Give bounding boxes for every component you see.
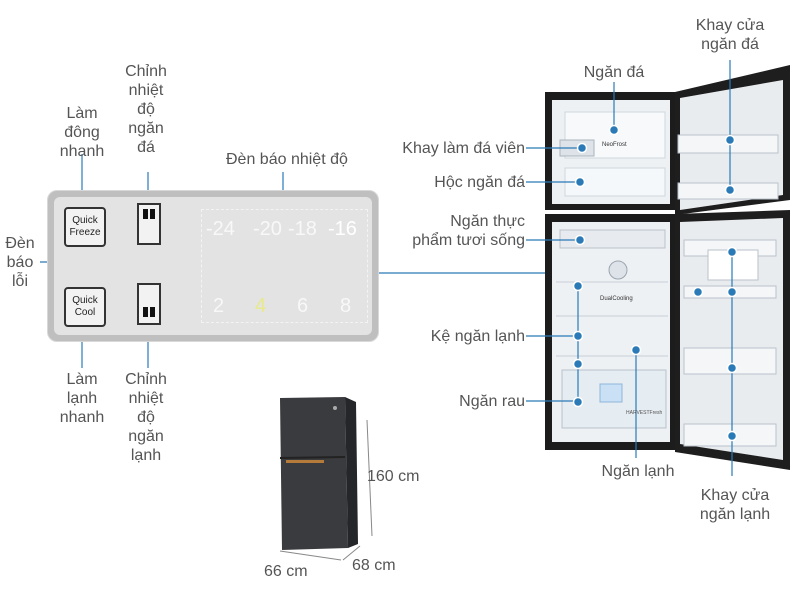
freezer-temp-adjust-button[interactable]: [137, 203, 161, 245]
quick-freeze-button[interactable]: Quick Freeze: [64, 207, 106, 247]
fridge-temp-2: 2: [213, 295, 225, 317]
dualcooling-mark: DualCooling: [600, 296, 633, 302]
fridge-temp-4: 4: [255, 295, 267, 317]
control-panel-face: [54, 197, 372, 335]
neofrost-mark: NeoFrost: [602, 142, 627, 148]
label-fridge-compartment: Ngăn lạnh: [601, 463, 675, 480]
label-freezer-door-tray: Khay cửa ngăn đá: [695, 17, 765, 53]
dimension-width: 66 cm: [264, 563, 308, 580]
fridge-temp-6: 6: [297, 295, 309, 317]
dimension-height: 160 cm: [367, 468, 420, 485]
label-fresh-food-compartment: Ngăn thực phẩm tươi sống: [412, 213, 525, 249]
label-quick-freeze: Làm đông nhanh: [59, 105, 105, 160]
label-error-indicator: Đèn báo lỗi: [5, 235, 35, 290]
harvestfresh-mark: HARVESTFresh: [626, 410, 663, 416]
label-fridge-shelf: Kệ ngăn lạnh: [430, 328, 525, 345]
fridge-connectors: [526, 60, 733, 476]
label-freezer-compartment: Ngăn đá: [583, 64, 645, 81]
label-vegetable-drawer: Ngăn rau: [459, 393, 525, 410]
label-freezer-drawer: Hộc ngăn đá: [434, 174, 525, 191]
marker-dots: [572, 124, 738, 442]
freezer-temp-minus20: -20: [253, 218, 282, 240]
temperature-display: [201, 209, 368, 323]
quick-cool-button[interactable]: Quick Cool: [64, 287, 106, 327]
label-ice-tray: Khay làm đá viên: [402, 140, 525, 157]
freezer-temp-minus18: -18: [288, 218, 317, 240]
label-temp-indicator: Đèn báo nhiệt độ: [226, 151, 348, 168]
freezer-temp-minus16: -16: [328, 218, 357, 240]
label-freezer-temp-adjust: Chỉnh nhiệt độ ngăn đá: [125, 63, 167, 156]
fridge-temp-adjust-button[interactable]: [137, 283, 161, 325]
fridge-temp-8: 8: [340, 295, 352, 317]
freezer-temp-minus24: -24: [206, 218, 235, 240]
control-panel: Quick Freeze Quick Cool -24 -20 -18 -16 …: [47, 190, 379, 342]
closed-fridge-illustration: [279, 397, 373, 561]
dimension-depth: 68 cm: [352, 557, 396, 574]
label-fridge-door-tray: Khay cửa ngăn lạnh: [699, 487, 771, 523]
open-fridge-illustration: [545, 65, 790, 470]
label-fridge-temp-adjust: Chỉnh nhiệt độ ngăn lạnh: [125, 371, 167, 464]
label-quick-cool: Làm lạnh nhanh: [59, 371, 105, 426]
